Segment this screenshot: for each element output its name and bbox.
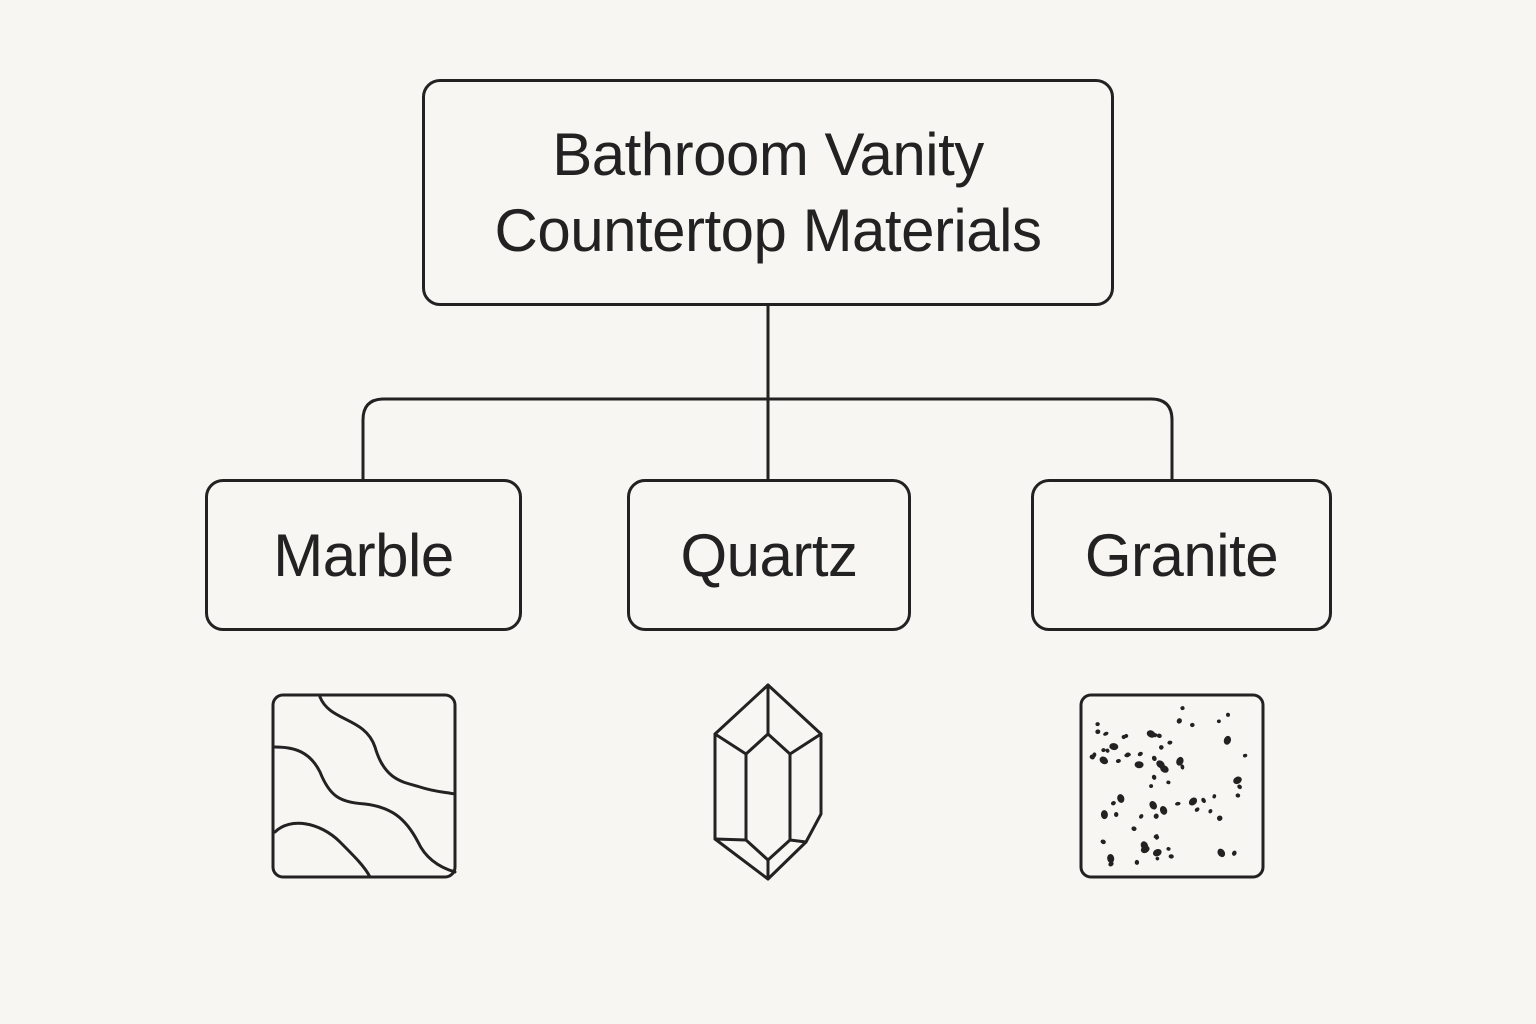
granite-speck bbox=[1176, 718, 1182, 724]
granite-speck bbox=[1107, 854, 1115, 863]
granite-speck bbox=[1168, 854, 1174, 859]
root-node: Bathroom Vanity Countertop Materials bbox=[422, 79, 1114, 306]
granite-speck bbox=[1152, 849, 1162, 857]
granite-speck bbox=[1155, 856, 1160, 861]
granite-speck bbox=[1149, 801, 1158, 810]
granite-speck bbox=[1140, 841, 1149, 850]
granite-speck bbox=[1105, 748, 1110, 753]
granite-speck bbox=[1101, 748, 1106, 753]
granite-speck bbox=[1216, 815, 1223, 821]
granite-speck bbox=[1235, 793, 1241, 798]
granite-speck bbox=[1159, 806, 1168, 815]
granite-speck bbox=[1109, 743, 1119, 751]
granite-speck bbox=[1233, 776, 1242, 785]
granite-speck bbox=[1232, 850, 1237, 856]
root-title: Bathroom Vanity Countertop Materials bbox=[494, 120, 1042, 264]
granite-label: Granite bbox=[1084, 521, 1279, 589]
granite-speck bbox=[1160, 765, 1169, 773]
granite-speck bbox=[1095, 722, 1100, 727]
granite-speck bbox=[1149, 784, 1154, 789]
granite-speck bbox=[1156, 733, 1162, 739]
quartz-node: Quartz bbox=[627, 479, 911, 631]
granite-speck bbox=[1242, 753, 1248, 758]
granite-speck bbox=[1194, 807, 1200, 812]
granite-speck bbox=[1137, 751, 1143, 757]
granite-speck bbox=[1212, 794, 1217, 799]
granite-speck bbox=[1151, 774, 1157, 780]
granite-speck bbox=[1121, 734, 1126, 740]
branch-bar-line bbox=[361, 397, 1174, 481]
marble-veins-icon bbox=[271, 693, 457, 879]
granite-speck bbox=[1146, 730, 1156, 738]
granite-speck bbox=[1223, 735, 1232, 745]
granite-speck bbox=[1175, 801, 1181, 806]
granite-node: Granite bbox=[1031, 479, 1332, 631]
granite-speck bbox=[1180, 764, 1185, 770]
granite-speck bbox=[1110, 801, 1116, 806]
granite-speck bbox=[1225, 712, 1231, 717]
granite-speck bbox=[1100, 839, 1106, 845]
granite-speck bbox=[1125, 752, 1131, 757]
granite-speck bbox=[1188, 797, 1198, 806]
granite-speck bbox=[1108, 861, 1114, 867]
granite-speck bbox=[1089, 754, 1095, 760]
granite-speck bbox=[1237, 784, 1242, 790]
granite-speck bbox=[1151, 755, 1157, 762]
marble-node: Marble bbox=[205, 479, 522, 631]
granite-speck bbox=[1115, 758, 1121, 764]
granite-speck bbox=[1153, 813, 1159, 819]
marble-label: Marble bbox=[273, 521, 454, 589]
granite-speck bbox=[1100, 810, 1108, 820]
granite-speck bbox=[1099, 756, 1108, 765]
granite-speck bbox=[1134, 761, 1144, 769]
granite-speck bbox=[1159, 745, 1164, 750]
granite-speck bbox=[1139, 814, 1144, 819]
granite-speckles-icon bbox=[1079, 693, 1265, 879]
granite-speck bbox=[1103, 731, 1109, 736]
granite-speck bbox=[1153, 834, 1159, 839]
granite-speck bbox=[1190, 722, 1195, 728]
quartz-crystal-icon bbox=[713, 683, 823, 881]
granite-speck bbox=[1176, 756, 1184, 766]
granite-speck bbox=[1167, 740, 1173, 745]
granite-speck bbox=[1180, 706, 1185, 711]
granite-speck bbox=[1117, 794, 1125, 803]
granite-speck bbox=[1208, 808, 1213, 814]
granite-speck bbox=[1216, 719, 1221, 724]
granite-speck bbox=[1095, 729, 1101, 735]
quartz-label: Quartz bbox=[680, 521, 858, 589]
granite-speck bbox=[1113, 812, 1119, 817]
granite-speck bbox=[1166, 847, 1171, 851]
granite-speck bbox=[1201, 797, 1206, 803]
granite-speck bbox=[1217, 848, 1226, 858]
granite-speck bbox=[1131, 826, 1137, 832]
granite-speck bbox=[1166, 780, 1171, 785]
granite-speck bbox=[1134, 859, 1140, 865]
